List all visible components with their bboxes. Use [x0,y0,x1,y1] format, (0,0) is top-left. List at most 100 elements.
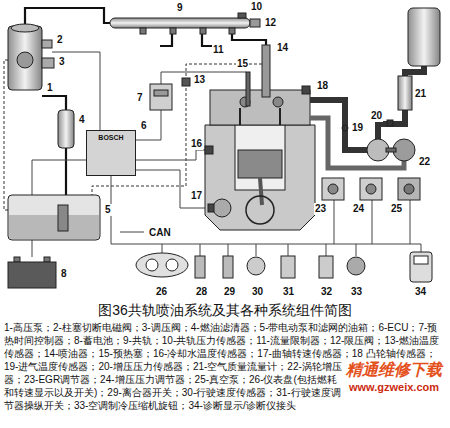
switch-sensor [319,256,333,278]
callout-number: 9 [176,2,184,14]
engine [213,199,231,217]
high-pressure-pump [11,24,39,32]
callout-number: 25 [390,203,403,215]
engine [210,90,310,125]
wire [421,244,422,252]
fuel-line [25,8,110,26]
engine [246,196,274,224]
air-path [310,100,367,150]
fuel-line [65,148,67,195]
return-line [4,60,8,210]
switch-sensor [136,252,432,282]
wire [200,244,201,256]
callout-number: 10 [250,1,263,13]
switch-sensor [223,256,233,278]
callout-number: 22 [418,156,431,168]
turbocharger [342,125,348,131]
common-rail [250,19,260,27]
callout-number: 2 [56,34,64,46]
turbocharger [398,76,412,110]
engine [273,97,283,107]
switch-sensor [136,253,188,277]
egr-actuator [328,184,338,194]
callout-number: 21 [414,88,427,100]
callout-number: 26 [155,286,168,298]
watermark: www.gzweix.com [342,380,446,394]
callout-number: 13 [193,74,206,86]
glow-controller [150,84,172,110]
wire [228,244,229,256]
callout-number: 15 [236,58,249,70]
callout-number: 32 [320,286,333,298]
engine [205,146,213,154]
engine [260,178,262,205]
exhaust-path [310,118,404,168]
turbocharger [342,8,440,161]
turbocharger [387,120,393,126]
battery [44,257,50,262]
common-rail [200,28,206,34]
fuel-filter [58,110,74,148]
egr-actuator [360,178,382,200]
egr-actuator [322,178,344,200]
switch-sensor [146,259,158,271]
high-pressure-pump [42,58,54,68]
switch-sensor [195,256,205,278]
watermark-block: 精通维修下载www.gzweix.com [342,360,446,404]
egr-actuator [322,178,420,200]
common-rail [182,78,190,86]
fuel-tank [58,205,68,231]
callout-number: 16 [190,138,203,150]
brand-text: BOSCH [87,131,135,141]
callout-number: 5 [104,204,112,216]
fuel-tank [9,215,99,239]
switch-sensor [281,256,295,278]
battery [8,262,56,288]
callout-number: 23 [314,203,327,215]
turbocharger [408,8,440,66]
engine [208,204,214,212]
fuel-line [160,34,172,46]
wire [356,244,357,256]
glow-controller [150,84,172,110]
callout-number: 11 [212,44,225,56]
wire [256,244,257,256]
engine [262,45,270,97]
wire [410,200,411,244]
high-pressure-pump [8,24,54,90]
fuel-line [42,96,66,110]
system-illustration [0,0,450,300]
high-pressure-pump [17,52,33,68]
high-pressure-pump [42,40,52,48]
fuel-line [232,34,266,45]
switch-sensor [347,257,365,275]
battery [14,257,20,262]
callout-number: 24 [352,203,365,215]
common-rail [110,13,260,86]
callout-number: 33 [350,286,363,298]
switch-sensor [166,259,178,271]
callout-number: 31 [282,286,295,298]
fuel-tank [8,195,100,240]
callout-number: 29 [223,286,236,298]
engine [205,125,315,230]
figure-caption: 图36共轨喷油系统及其各种系统组件简图 [0,302,450,319]
callout-number: 28 [195,286,208,298]
callout-number: 34 [414,286,427,298]
wire [372,200,373,244]
engine [238,150,282,178]
wire [120,232,144,233]
wire [334,200,335,244]
common-rail [140,28,146,34]
high-pressure-pump [8,26,42,90]
watermark: 精通维修下载 [342,360,446,380]
callout-number: 30 [251,286,264,298]
egr-actuator [366,184,376,194]
engine [302,86,310,94]
callout-number: 4 [78,114,86,126]
signal-label: CAN [148,227,172,239]
switch-sensor [414,256,428,264]
engine [240,108,280,125]
callout-number: 20 [370,110,383,122]
